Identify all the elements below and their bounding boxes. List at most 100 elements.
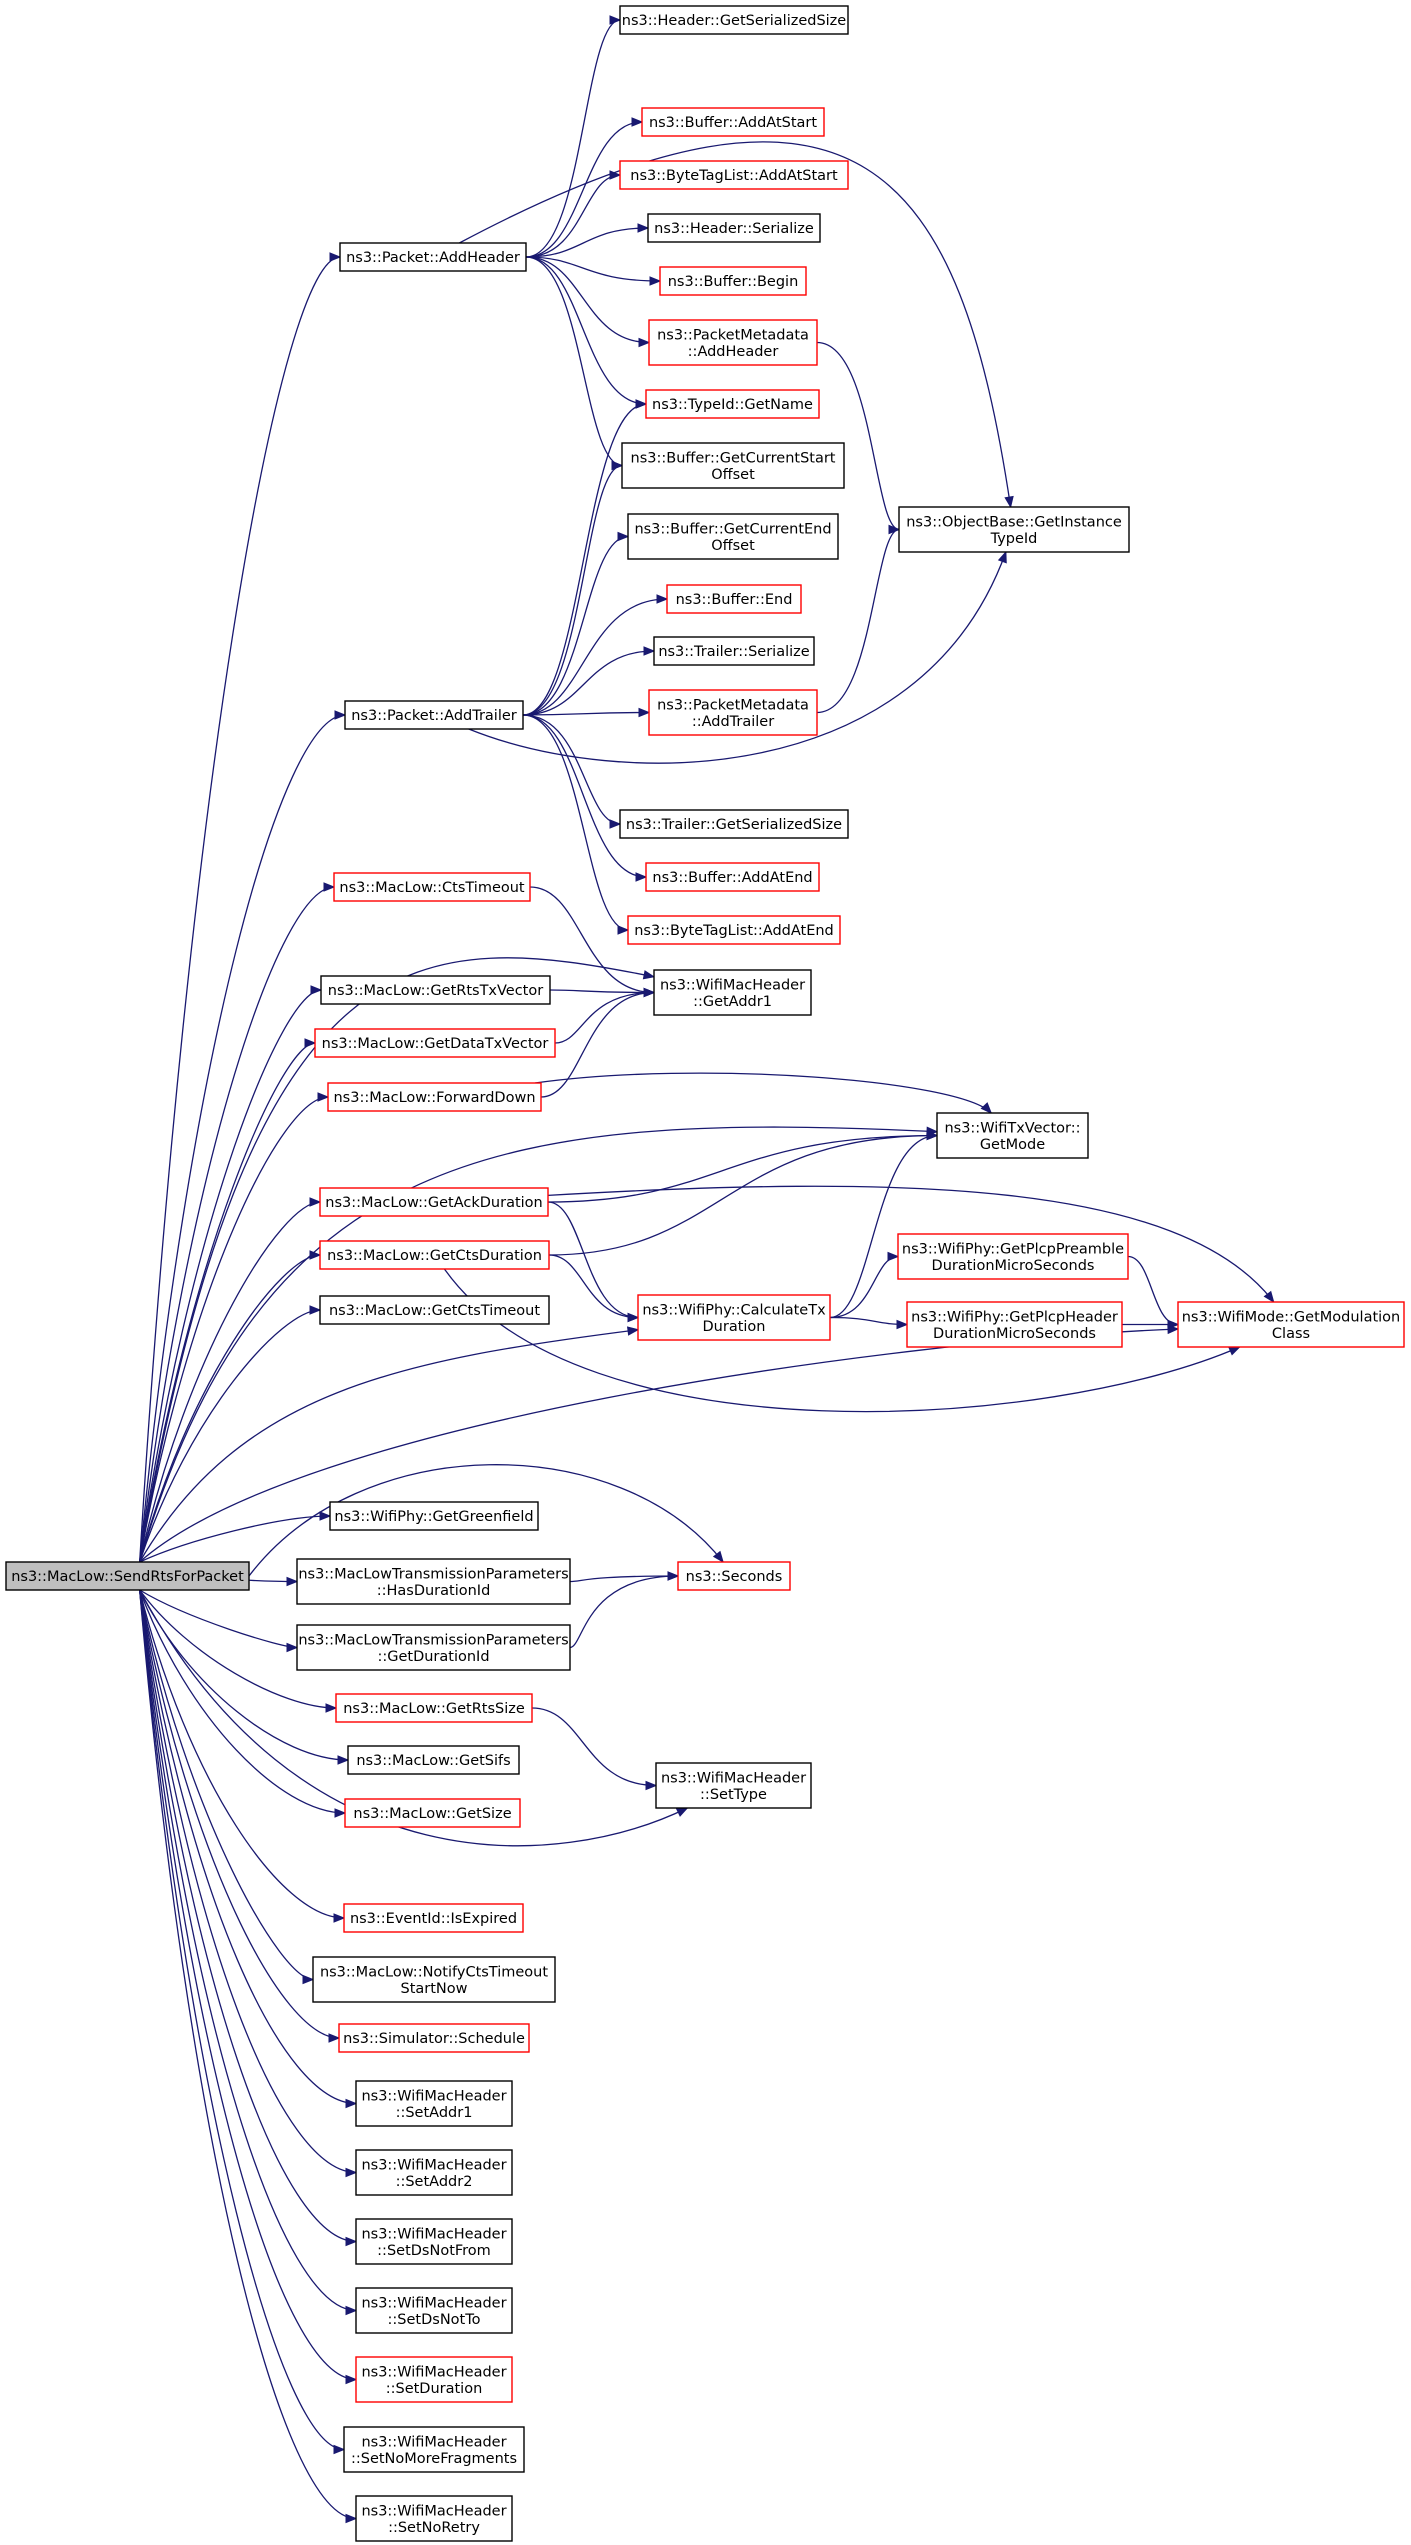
node-ml_getackduration[interactable]: ns3::MacLow::GetAckDuration xyxy=(319,1187,549,1217)
node-box-buf_getcurend[interactable] xyxy=(627,513,839,560)
node-ml_getrtstxvector[interactable]: ns3::MacLow::GetRtsTxVector xyxy=(320,975,551,1005)
node-ml_getctsduration[interactable]: ns3::MacLow::GetCtsDuration xyxy=(319,1240,550,1270)
node-box-wmh_setnomorefrag[interactable] xyxy=(343,2426,525,2473)
node-btl_addatend[interactable]: ns3::ByteTagList::AddAtEnd xyxy=(627,915,841,945)
node-box-pkt_addtrailer[interactable] xyxy=(344,700,524,730)
node-wmh_setnomorefrag[interactable]: ns3::WifiMacHeader::SetNoMoreFragments xyxy=(343,2426,525,2473)
node-box-ml_getrtssize[interactable] xyxy=(335,1693,533,1723)
node-box-ml_ctstimeout[interactable] xyxy=(333,872,531,902)
node-wphy_getgreenfield[interactable]: ns3::WifiPhy::GetGreenfield xyxy=(329,1501,539,1531)
node-box-buf_begin[interactable] xyxy=(659,266,807,296)
node-pkt_addtrailer[interactable]: ns3::Packet::AddTrailer xyxy=(344,700,524,730)
node-box-wphy_getheader[interactable] xyxy=(906,1301,1123,1348)
node-hdr_getsersize[interactable]: ns3::Header::GetSerializedSize xyxy=(619,5,849,35)
node-trl_serialize[interactable]: ns3::Trailer::Serialize xyxy=(653,636,815,666)
node-mltp_getdurationid[interactable]: ns3::MacLowTransmissionParameters::GetDu… xyxy=(296,1624,571,1671)
node-box-ml_getsifs[interactable] xyxy=(347,1745,520,1775)
node-wmh_setdsnotfrom[interactable]: ns3::WifiMacHeader::SetDsNotFrom xyxy=(355,2218,513,2265)
node-box-seconds[interactable] xyxy=(677,1561,791,1591)
node-wtv_getmode[interactable]: ns3::WifiTxVector::GetMode xyxy=(936,1112,1089,1159)
node-box-hdr_serialize[interactable] xyxy=(647,213,821,243)
node-box-ml_forwarddown[interactable] xyxy=(327,1082,542,1112)
node-sim_schedule[interactable]: ns3::Simulator::Schedule xyxy=(338,2023,530,2053)
node-mltp_hasdurationid[interactable]: ns3::MacLowTransmissionParameters::HasDu… xyxy=(296,1558,571,1605)
node-box-buf_addatstart[interactable] xyxy=(641,107,825,137)
node-wmh_getaddr1[interactable]: ns3::WifiMacHeader::GetAddr1 xyxy=(653,969,812,1016)
node-box-ob_getinstance[interactable] xyxy=(898,506,1130,553)
node-box-ml_getackduration[interactable] xyxy=(319,1187,549,1217)
node-box-wmh_setdsnotfrom[interactable] xyxy=(355,2218,513,2265)
node-wmh_settype[interactable]: ns3::WifiMacHeader::SetType xyxy=(655,1762,812,1809)
node-ml_getrtssize[interactable]: ns3::MacLow::GetRtsSize xyxy=(335,1693,533,1723)
node-buf_end[interactable]: ns3::Buffer::End xyxy=(666,584,802,614)
node-box-ml_getctsduration[interactable] xyxy=(319,1240,550,1270)
node-box-wtv_getmode[interactable] xyxy=(936,1112,1089,1159)
node-root[interactable]: ns3::MacLow::SendRtsForPacket xyxy=(5,1561,250,1591)
node-ml_getsifs[interactable]: ns3::MacLow::GetSifs xyxy=(347,1745,520,1775)
node-box-hdr_getsersize[interactable] xyxy=(619,5,849,35)
node-eid_isexpired[interactable]: ns3::EventId::IsExpired xyxy=(343,1903,524,1933)
node-box-pm_addtrailer[interactable] xyxy=(648,689,818,736)
node-pkt_addheader[interactable]: ns3::Packet::AddHeader xyxy=(339,242,527,272)
node-wphy_getpreamble[interactable]: ns3::WifiPhy::GetPlcpPreambleDurationMic… xyxy=(897,1233,1129,1280)
node-box-btl_addatstart[interactable] xyxy=(619,160,849,190)
node-box-wphy_getpreamble[interactable] xyxy=(897,1233,1129,1280)
node-box-buf_addatend[interactable] xyxy=(645,862,820,892)
node-box-trl_serialize[interactable] xyxy=(653,636,815,666)
node-box-root[interactable] xyxy=(5,1561,250,1591)
node-buf_begin[interactable]: ns3::Buffer::Begin xyxy=(659,266,807,296)
node-ml_forwarddown[interactable]: ns3::MacLow::ForwardDown xyxy=(327,1082,542,1112)
node-ml_getctstimeout[interactable]: ns3::MacLow::GetCtsTimeout xyxy=(319,1295,550,1325)
node-box-wmh_setaddr2[interactable] xyxy=(355,2149,513,2196)
node-box-ml_getdatatxvector[interactable] xyxy=(314,1028,556,1058)
node-ml_getdatatxvector[interactable]: ns3::MacLow::GetDataTxVector xyxy=(314,1028,556,1058)
node-box-ml_getctstimeout[interactable] xyxy=(319,1295,550,1325)
node-box-wmh_setaddr1[interactable] xyxy=(355,2080,513,2127)
node-ml_getsize[interactable]: ns3::MacLow::GetSize xyxy=(344,1798,521,1828)
node-pm_addheader[interactable]: ns3::PacketMetadata::AddHeader xyxy=(648,319,818,366)
node-box-wphy_getgreenfield[interactable] xyxy=(329,1501,539,1531)
node-wmh_setnoretry[interactable]: ns3::WifiMacHeader::SetNoRetry xyxy=(355,2495,513,2542)
node-box-sim_schedule[interactable] xyxy=(338,2023,530,2053)
node-wmh_setaddr2[interactable]: ns3::WifiMacHeader::SetAddr2 xyxy=(355,2149,513,2196)
node-box-pm_addheader[interactable] xyxy=(648,319,818,366)
node-box-trl_getsersize[interactable] xyxy=(619,809,849,839)
node-box-wm_getmodclass[interactable] xyxy=(1177,1301,1405,1348)
node-seconds[interactable]: ns3::Seconds xyxy=(677,1561,791,1591)
node-box-mltp_getdurationid[interactable] xyxy=(296,1624,571,1671)
node-box-pkt_addheader[interactable] xyxy=(339,242,527,272)
node-wmh_setdsnotto[interactable]: ns3::WifiMacHeader::SetDsNotTo xyxy=(355,2287,513,2334)
node-box-btl_addatend[interactable] xyxy=(627,915,841,945)
node-box-ml_getrtstxvector[interactable] xyxy=(320,975,551,1005)
node-box-wmh_setdsnotto[interactable] xyxy=(355,2287,513,2334)
node-box-wmh_settype[interactable] xyxy=(655,1762,812,1809)
node-wmh_setaddr1[interactable]: ns3::WifiMacHeader::SetAddr1 xyxy=(355,2080,513,2127)
node-ml_ctstimeout[interactable]: ns3::MacLow::CtsTimeout xyxy=(333,872,531,902)
node-wphy_getheader[interactable]: ns3::WifiPhy::GetPlcpHeaderDurationMicro… xyxy=(906,1301,1123,1348)
node-box-wmh_setduration[interactable] xyxy=(355,2356,513,2403)
node-box-eid_isexpired[interactable] xyxy=(343,1903,524,1933)
node-hdr_serialize[interactable]: ns3::Header::Serialize xyxy=(647,213,821,243)
node-buf_addatend[interactable]: ns3::Buffer::AddAtEnd xyxy=(645,862,820,892)
node-wmh_setduration[interactable]: ns3::WifiMacHeader::SetDuration xyxy=(355,2356,513,2403)
node-box-buf_getcurstart[interactable] xyxy=(621,442,845,489)
node-box-mltp_hasdurationid[interactable] xyxy=(296,1558,571,1605)
node-btl_addatstart[interactable]: ns3::ByteTagList::AddAtStart xyxy=(619,160,849,190)
node-box-ml_notifycts[interactable] xyxy=(312,1956,556,2003)
node-typeid_getname[interactable]: ns3::TypeId::GetName xyxy=(645,389,820,419)
node-buf_addatstart[interactable]: ns3::Buffer::AddAtStart xyxy=(641,107,825,137)
node-box-wmh_getaddr1[interactable] xyxy=(653,969,812,1016)
node-box-buf_end[interactable] xyxy=(666,584,802,614)
node-box-ml_getsize[interactable] xyxy=(344,1798,521,1828)
node-box-typeid_getname[interactable] xyxy=(645,389,820,419)
node-box-wmh_setnoretry[interactable] xyxy=(355,2495,513,2542)
node-pm_addtrailer[interactable]: ns3::PacketMetadata::AddTrailer xyxy=(648,689,818,736)
node-trl_getsersize[interactable]: ns3::Trailer::GetSerializedSize xyxy=(619,809,849,839)
node-box-wphy_calctx[interactable] xyxy=(637,1294,831,1341)
